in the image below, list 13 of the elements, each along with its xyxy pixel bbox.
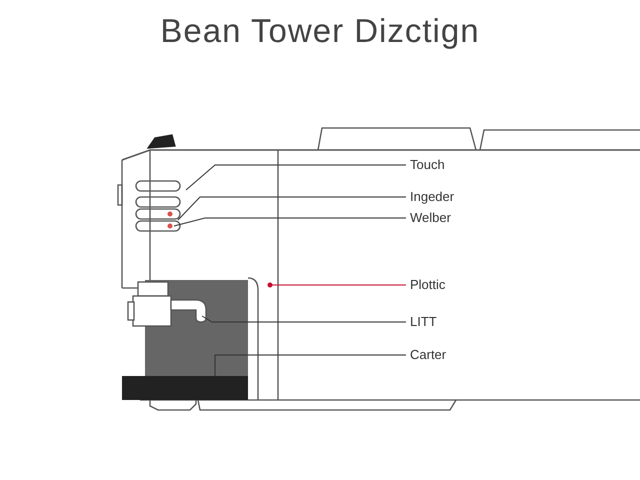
leader-line xyxy=(178,196,406,220)
label-text: Ingeder xyxy=(410,189,454,205)
title: Bean Tower Dizctign xyxy=(159,12,481,50)
leader-line xyxy=(214,354,406,376)
leader-line xyxy=(174,218,406,226)
label-text: Touch xyxy=(410,157,445,173)
leader-line xyxy=(268,282,406,288)
label-text: LITT xyxy=(410,314,437,330)
label-text: Carter xyxy=(410,347,446,363)
label-text: Welber xyxy=(410,210,451,226)
leader-line xyxy=(186,164,406,190)
label-text: Plottic xyxy=(410,277,446,293)
leader-line xyxy=(202,316,406,322)
